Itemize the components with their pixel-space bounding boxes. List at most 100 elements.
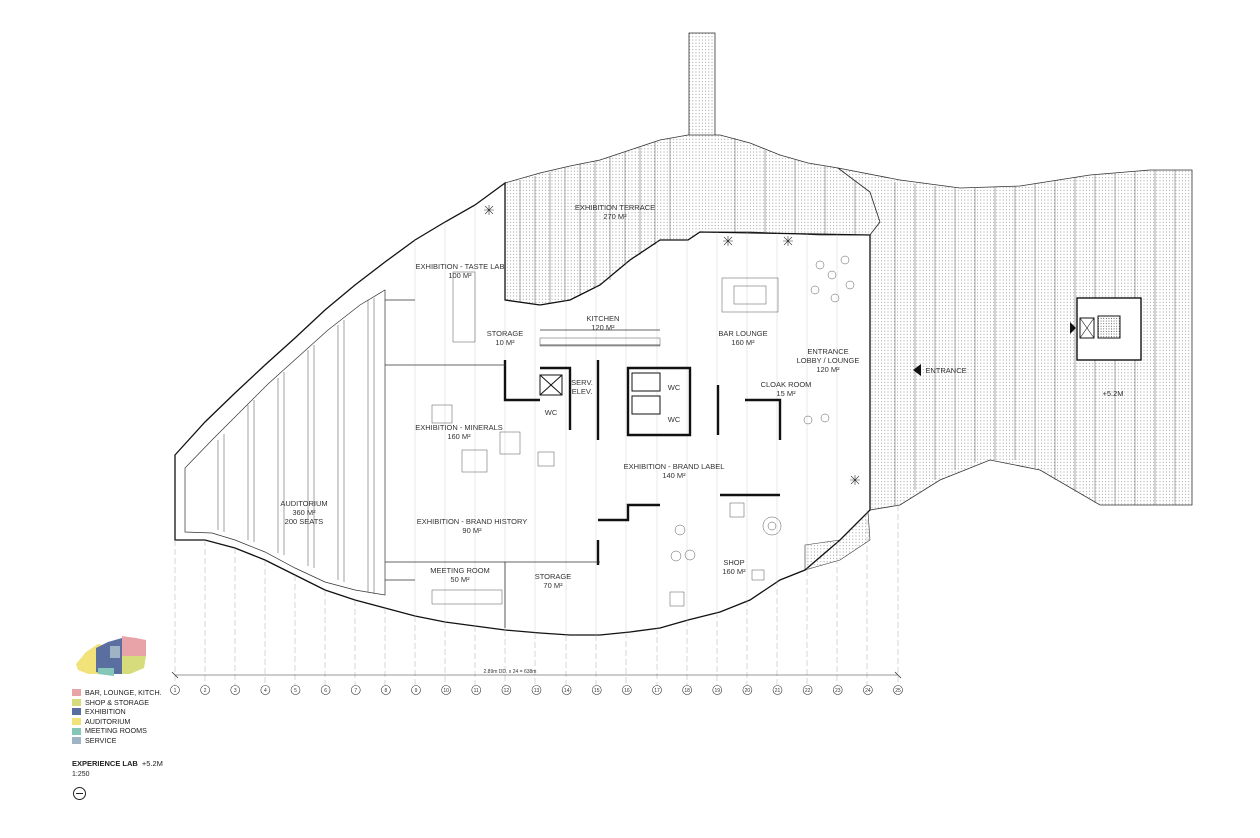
room-area-brandlabel: 140 M² (662, 471, 686, 480)
grid-label: 20 (745, 688, 751, 694)
room-area-cloak: 15 M² (776, 389, 796, 398)
room-name-lobby-2: LOBBY / LOUNGE (797, 356, 860, 365)
grid-bubble (863, 685, 873, 695)
keymap-shop (122, 656, 146, 674)
grid-label: 16 (624, 688, 630, 694)
grid-label: 5 (294, 688, 297, 694)
room-name-barlounge: BAR LOUNGE (718, 329, 767, 338)
entrance-label: ENTRANCE (925, 366, 966, 375)
grid-bubble (561, 685, 572, 695)
room-name-auditorium: AUDITORIUM (280, 499, 327, 508)
room-area-storage-large: 70 M² (543, 581, 563, 590)
legend: BAR, LOUNGE, KITCH. SHOP & STORAGE EXHIB… (72, 688, 162, 746)
title-block: EXPERIENCE LAB+5.2M 1:250 (72, 759, 163, 778)
grid-bubble (682, 685, 692, 695)
north-arrow-icon (73, 787, 86, 800)
plaza-slats (894, 170, 1176, 505)
north-walkway (688, 32, 716, 139)
legend-item: SERVICE (72, 736, 162, 746)
drawing-title: EXPERIENCE LAB (72, 759, 138, 768)
legend-swatch (72, 727, 81, 735)
entrance-arrow-icon (913, 364, 921, 376)
dimension-text: 2.89m DD. x 24 = 638m (484, 669, 537, 675)
legend-item: SHOP & STORAGE (72, 698, 162, 708)
grid-label: 9 (415, 688, 418, 694)
legend-item: MEETING ROOMS (72, 726, 162, 736)
grid-bubble (441, 685, 451, 695)
plaza-stair-core (1070, 297, 1142, 361)
grid-label: 6 (324, 688, 327, 694)
legend-item: BAR, LOUNGE, KITCH. (72, 688, 162, 698)
terrace-slats (519, 138, 856, 304)
grid-bubble (170, 685, 180, 695)
room-seats-auditorium: 200 SEATS (285, 517, 324, 526)
drawing-scale: 1:250 (72, 771, 90, 778)
legend-label: EXHIBITION (85, 707, 126, 717)
thin-walls (385, 299, 660, 628)
room-name-brandhistory: EXHIBITION - BRAND HISTORY (417, 517, 528, 526)
grid-label: 15 (594, 688, 600, 694)
keymap-service (110, 646, 120, 658)
grid-label: 1 (174, 688, 177, 694)
grid-bubble (411, 685, 421, 695)
grid-label: 3 (234, 688, 237, 694)
room-name-shop: SHOP (723, 558, 744, 567)
room-name-kitchen: KITCHEN (587, 314, 620, 323)
serv-elev-label-2: ELEV. (572, 387, 593, 396)
legend-swatch (72, 698, 81, 706)
legend-label: SERVICE (85, 735, 117, 745)
grid-label: 13 (534, 688, 540, 694)
grid-label: 2 (204, 688, 207, 694)
grid-bubble (381, 685, 391, 695)
legend-swatch (72, 718, 81, 726)
grid-bubble (260, 685, 271, 695)
room-area-storage-small: 10 M² (495, 338, 515, 347)
room-name-lobby-1: ENTRANCE (807, 347, 848, 356)
grid-label: 19 (714, 688, 720, 694)
wc-label-2: WC (668, 383, 681, 392)
grid-label: 8 (384, 688, 387, 694)
grid-bubble (802, 685, 813, 695)
grid-label: 22 (805, 688, 811, 694)
room-area-lobby: 120 M² (816, 365, 840, 374)
tree-icons (484, 205, 860, 485)
legend-item: AUDITORIUM (72, 717, 162, 727)
core-rooms (539, 372, 661, 415)
grid-bubble (772, 685, 783, 695)
grid-label: 7 (354, 688, 357, 694)
structural-gridlines (174, 505, 899, 688)
room-area-brandhistory: 90 M² (462, 526, 482, 535)
plaza-level-label: +5.2M (1102, 389, 1123, 398)
grid-label: 18 (684, 688, 690, 694)
grid-bubble (742, 685, 753, 695)
grid-bubble (893, 685, 903, 695)
grid-bubble (531, 685, 542, 695)
keymap-meeting (98, 668, 114, 676)
room-name-storage-small: STORAGE (487, 329, 524, 338)
grid-label: 12 (504, 688, 510, 694)
room-name-minerals: EXHIBITION - MINERALS (415, 423, 503, 432)
drawing-level: +5.2M (141, 759, 163, 768)
legend-label: MEETING ROOMS (85, 726, 147, 736)
grid-bubble (320, 685, 331, 695)
room-area-meeting: 50 M² (450, 575, 470, 584)
grid-bubble (591, 685, 602, 695)
legend-label: SHOP & STORAGE (85, 697, 150, 707)
serv-elev-label-1: SERV. (571, 378, 593, 387)
dimension-line: 2.89m DD. x 24 = 638m (171, 669, 902, 679)
legend-swatch (72, 708, 81, 716)
grid-label: 23 (835, 688, 841, 694)
grid-label: 14 (564, 688, 570, 694)
interior-walls (503, 360, 782, 565)
room-name-tastelab: EXHIBITION - TASTE LAB (416, 262, 505, 271)
wc-label-3: WC (668, 415, 681, 424)
room-area-tastelab: 100 M² (448, 271, 472, 280)
room-area-shop: 160 M² (722, 567, 746, 576)
grid-bubble (652, 685, 662, 695)
grid-label: 10 (443, 688, 449, 694)
legend-label: BAR, LOUNGE, KITCH. (85, 688, 162, 697)
grid-label: 17 (654, 688, 660, 694)
auditorium-inner-wall (184, 289, 386, 596)
keymap-bar (122, 636, 146, 656)
